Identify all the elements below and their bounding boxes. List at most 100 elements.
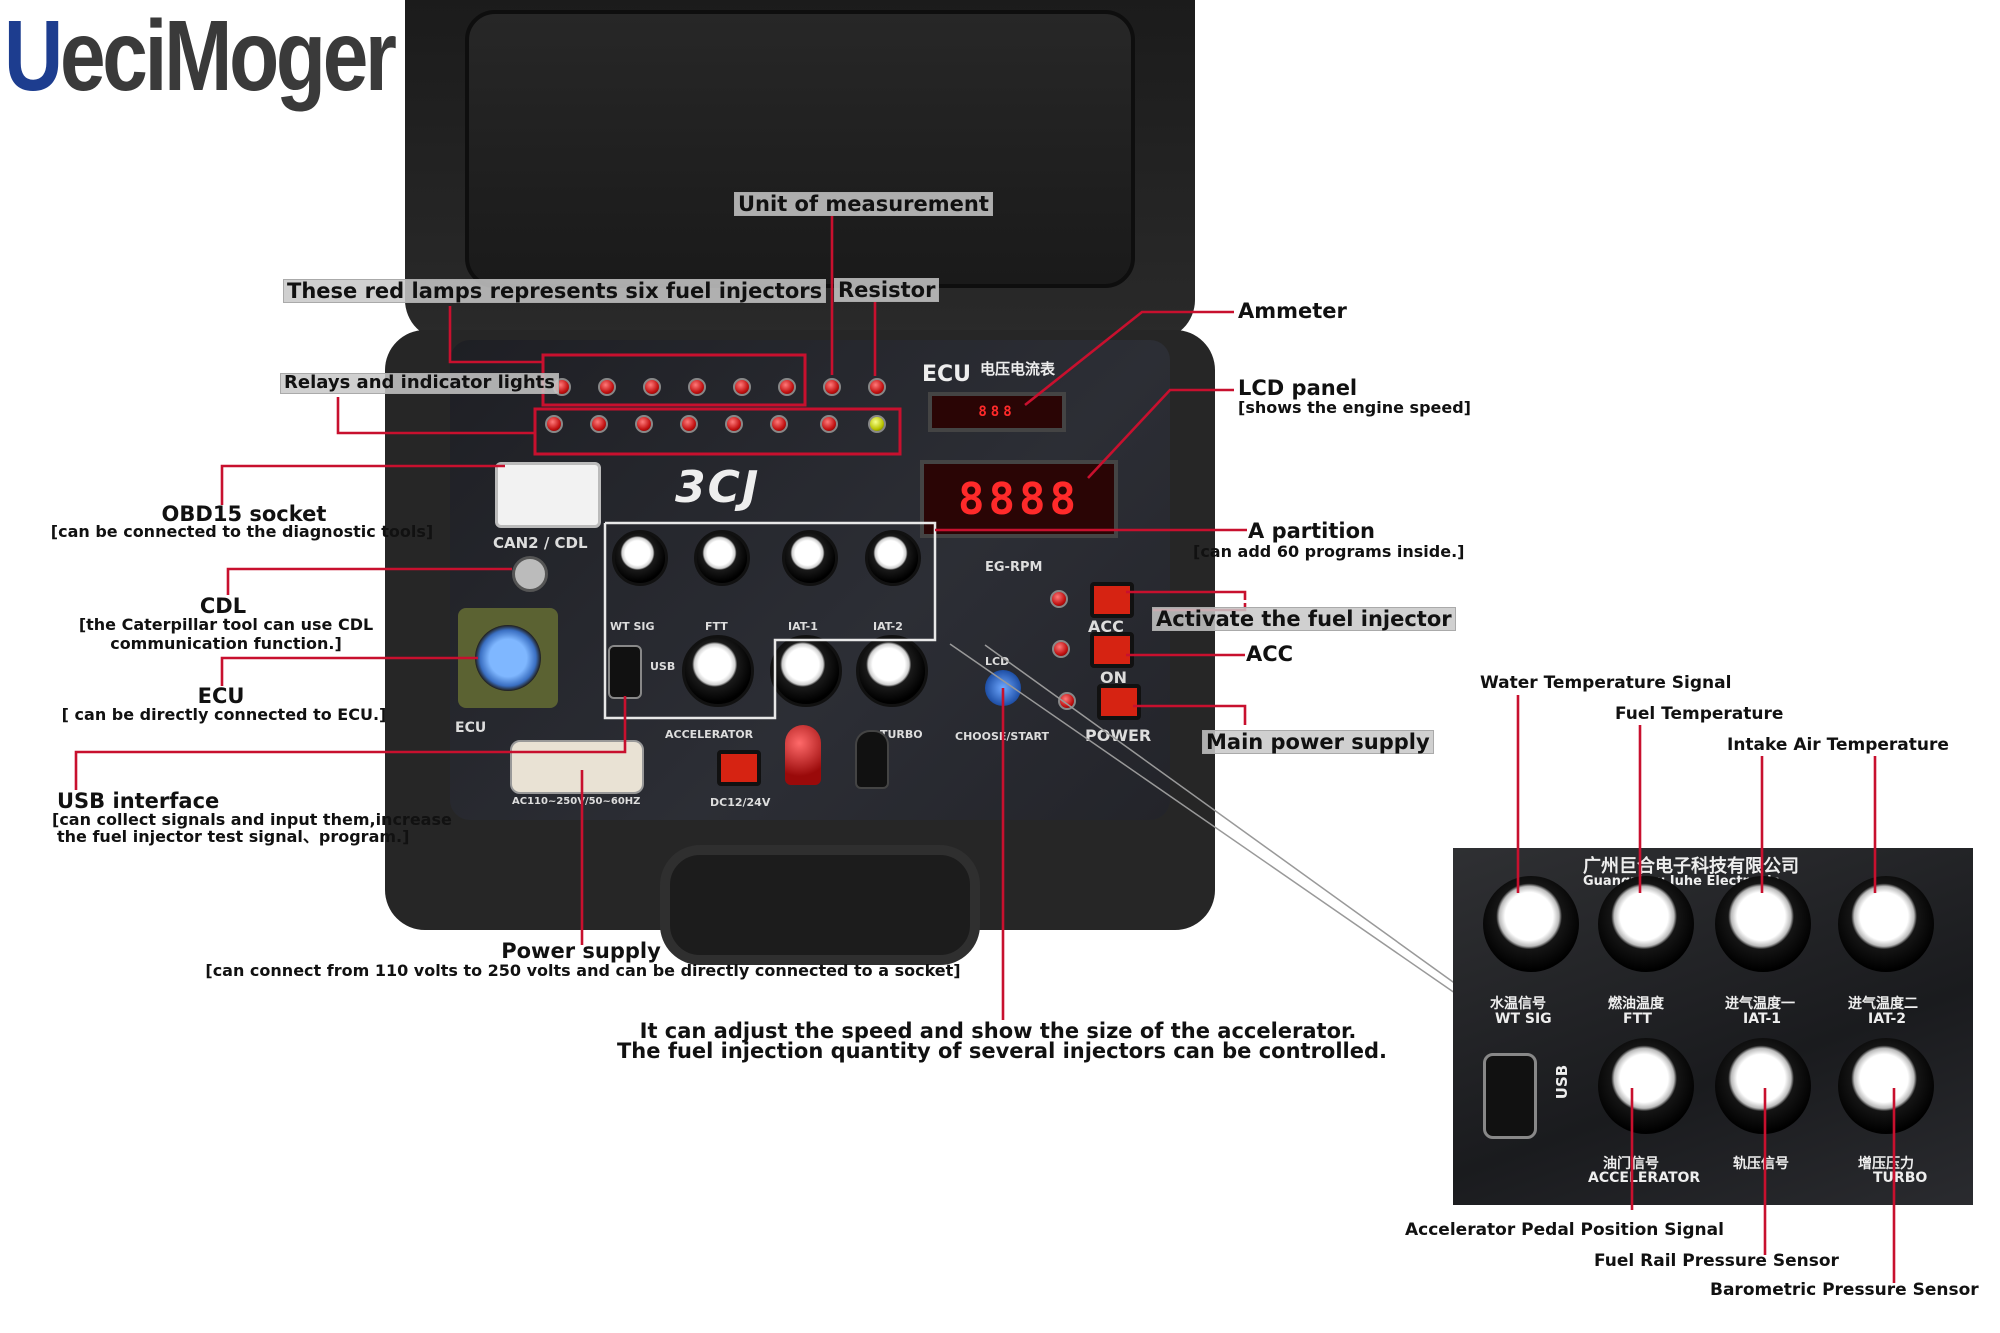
panel-power-label: POWER	[1085, 726, 1152, 745]
leader-ecu	[220, 656, 478, 686]
black-binding-post[interactable]	[855, 730, 889, 789]
label-unit-of-measurement: Unit of measurement	[734, 192, 993, 217]
label-cdl: CDL	[199, 594, 247, 618]
inset-usb-port	[1483, 1053, 1537, 1139]
inset-top-2: IAT-1	[1743, 1011, 1782, 1027]
leader-ammeter	[1024, 310, 1234, 407]
injector-lamp	[598, 378, 616, 396]
panel-dc-label: DC12/24V	[710, 796, 771, 809]
injector-lamp	[688, 378, 706, 396]
panel-ecu-label: ECU	[922, 362, 972, 387]
inset-top-cn-2: 进气温度一	[1725, 996, 1795, 1012]
label-main-power: Main power supply	[1202, 730, 1434, 755]
label-lcd-panel: LCD panel	[1238, 376, 1358, 400]
label-red-lamps: These red lamps represents six fuel inje…	[283, 279, 827, 304]
panel-can-label: CAN2 / CDL	[493, 534, 588, 552]
leader-lcd	[1087, 388, 1234, 479]
ammeter-display: 888	[928, 392, 1066, 432]
label-fuel-temp: Fuel Temperature	[1615, 704, 1784, 724]
accelerator-knob[interactable]	[682, 635, 754, 707]
indicator-lamp	[868, 415, 886, 433]
leader-cdl	[226, 567, 512, 595]
panel-ecu-in-label: ECU	[455, 720, 487, 736]
label-cdl-sub1: [the Caterpillar tool can use CDL	[78, 615, 374, 634]
iat2-knob[interactable]	[865, 530, 921, 586]
ac-power-socket	[510, 740, 644, 794]
inset-top-3: IAT-2	[1868, 1011, 1907, 1027]
relay-lamp	[770, 415, 788, 433]
label-obd15: OBD15 socket	[161, 502, 327, 526]
brand-logo-mark: U	[4, 0, 63, 112]
power-indicator	[1058, 692, 1076, 710]
power-switch[interactable]	[1097, 684, 1141, 720]
dc-switch[interactable]	[717, 750, 761, 786]
relay-lamps-box	[533, 407, 902, 456]
wt-sig-knob[interactable]	[612, 530, 668, 586]
injector-indicator	[1050, 590, 1068, 608]
panel-iat2-label: IAT-2	[873, 620, 903, 633]
inset-top-cn-1: 燃油温度	[1608, 996, 1664, 1012]
leader-main-power	[1133, 704, 1247, 725]
ftt-knob[interactable]	[694, 530, 750, 586]
label-fuel-rail: Fuel Rail Pressure Sensor	[1594, 1251, 1839, 1271]
acc-indicator	[1052, 640, 1070, 658]
red-binding-post[interactable]	[785, 725, 821, 785]
inset-iat2-knob	[1838, 876, 1934, 972]
case-lid	[405, 0, 1195, 340]
case-handle	[660, 845, 980, 965]
label-partition: A partition	[1248, 519, 1375, 543]
label-obd15-sub: [can be connected to the diagnostic tool…	[50, 522, 434, 541]
brand-logo: UeciMoger	[4, 6, 397, 106]
label-ammeter: Ammeter	[1238, 299, 1347, 323]
inset-zoom-photo: 广州巨合电子科技有限公司 Guangzhou Juhe Electronic 水…	[1453, 848, 1973, 1205]
leader-obd15	[220, 464, 505, 505]
label-accel-pedal: Accelerator Pedal Position Signal	[1405, 1220, 1724, 1240]
relay-lamp	[820, 415, 838, 433]
panel-acc-label: ACC	[1088, 617, 1124, 636]
panel-on-label: ON	[1100, 668, 1127, 687]
label-usb-sub1: [can collect signals and input them,incr…	[52, 810, 452, 829]
label-resistor: Resistor	[834, 278, 940, 303]
rail-knob[interactable]	[770, 635, 842, 707]
obd15-socket	[495, 462, 601, 528]
inset-bottom-0: ACCELERATOR	[1588, 1170, 1701, 1186]
label-intake-air: Intake Air Temperature	[1727, 735, 1949, 755]
relay-lamp	[545, 415, 563, 433]
panel-rpm-label: EG-RPM	[985, 560, 1043, 575]
label-ecu: ECU	[197, 684, 245, 708]
inset-wt-knob	[1483, 876, 1579, 972]
label-adjust-line2: The fuel injection quantity of several i…	[616, 1039, 1388, 1063]
label-partition-sub: [can add 60 programs inside.]	[1193, 542, 1465, 561]
cdl-connector	[512, 556, 548, 592]
relay-lamp	[635, 415, 653, 433]
inset-top-cn-3: 进气温度二	[1848, 996, 1918, 1012]
injector-switch[interactable]	[1090, 582, 1134, 618]
label-water-temp: Water Temperature Signal	[1480, 673, 1732, 693]
turbo-knob[interactable]	[856, 635, 928, 707]
resistor-lamp	[868, 378, 886, 396]
panel-turbo-label: TURBO	[880, 728, 923, 741]
label-cdl-sub2: communication function.]	[110, 634, 342, 653]
label-ecu-sub: [ can be directly connected to ECU.]	[61, 705, 387, 724]
panel-iat1-label: IAT-1	[788, 620, 818, 633]
inset-bottom-cn-2: 增压压力	[1858, 1156, 1914, 1172]
iat1-knob[interactable]	[782, 530, 838, 586]
inset-bottom-cn-1: 轨压信号	[1733, 1156, 1789, 1172]
label-usb: USB interface	[57, 789, 220, 813]
relay-lamp	[725, 415, 743, 433]
inset-top-1: FTT	[1623, 1011, 1652, 1027]
inset-top-cn-0: 水温信号	[1490, 996, 1546, 1012]
injector-lamp	[778, 378, 796, 396]
inset-accel-knob	[1598, 1038, 1694, 1134]
inset-bottom-2: TURBO	[1873, 1170, 1928, 1186]
inset-top-0: WT SIG	[1495, 1011, 1552, 1027]
injector-lamp	[733, 378, 751, 396]
measurement-lamp	[823, 378, 841, 396]
label-power-supply-sub: [can connect from 110 volts to 250 volts…	[205, 961, 961, 980]
inset-ftt-knob	[1598, 876, 1694, 972]
label-relays: Relays and indicator lights	[280, 373, 559, 394]
inset-rail-knob	[1715, 1038, 1811, 1134]
acc-switch[interactable]	[1090, 632, 1134, 668]
panel-ftt-label: FTT	[705, 620, 728, 633]
